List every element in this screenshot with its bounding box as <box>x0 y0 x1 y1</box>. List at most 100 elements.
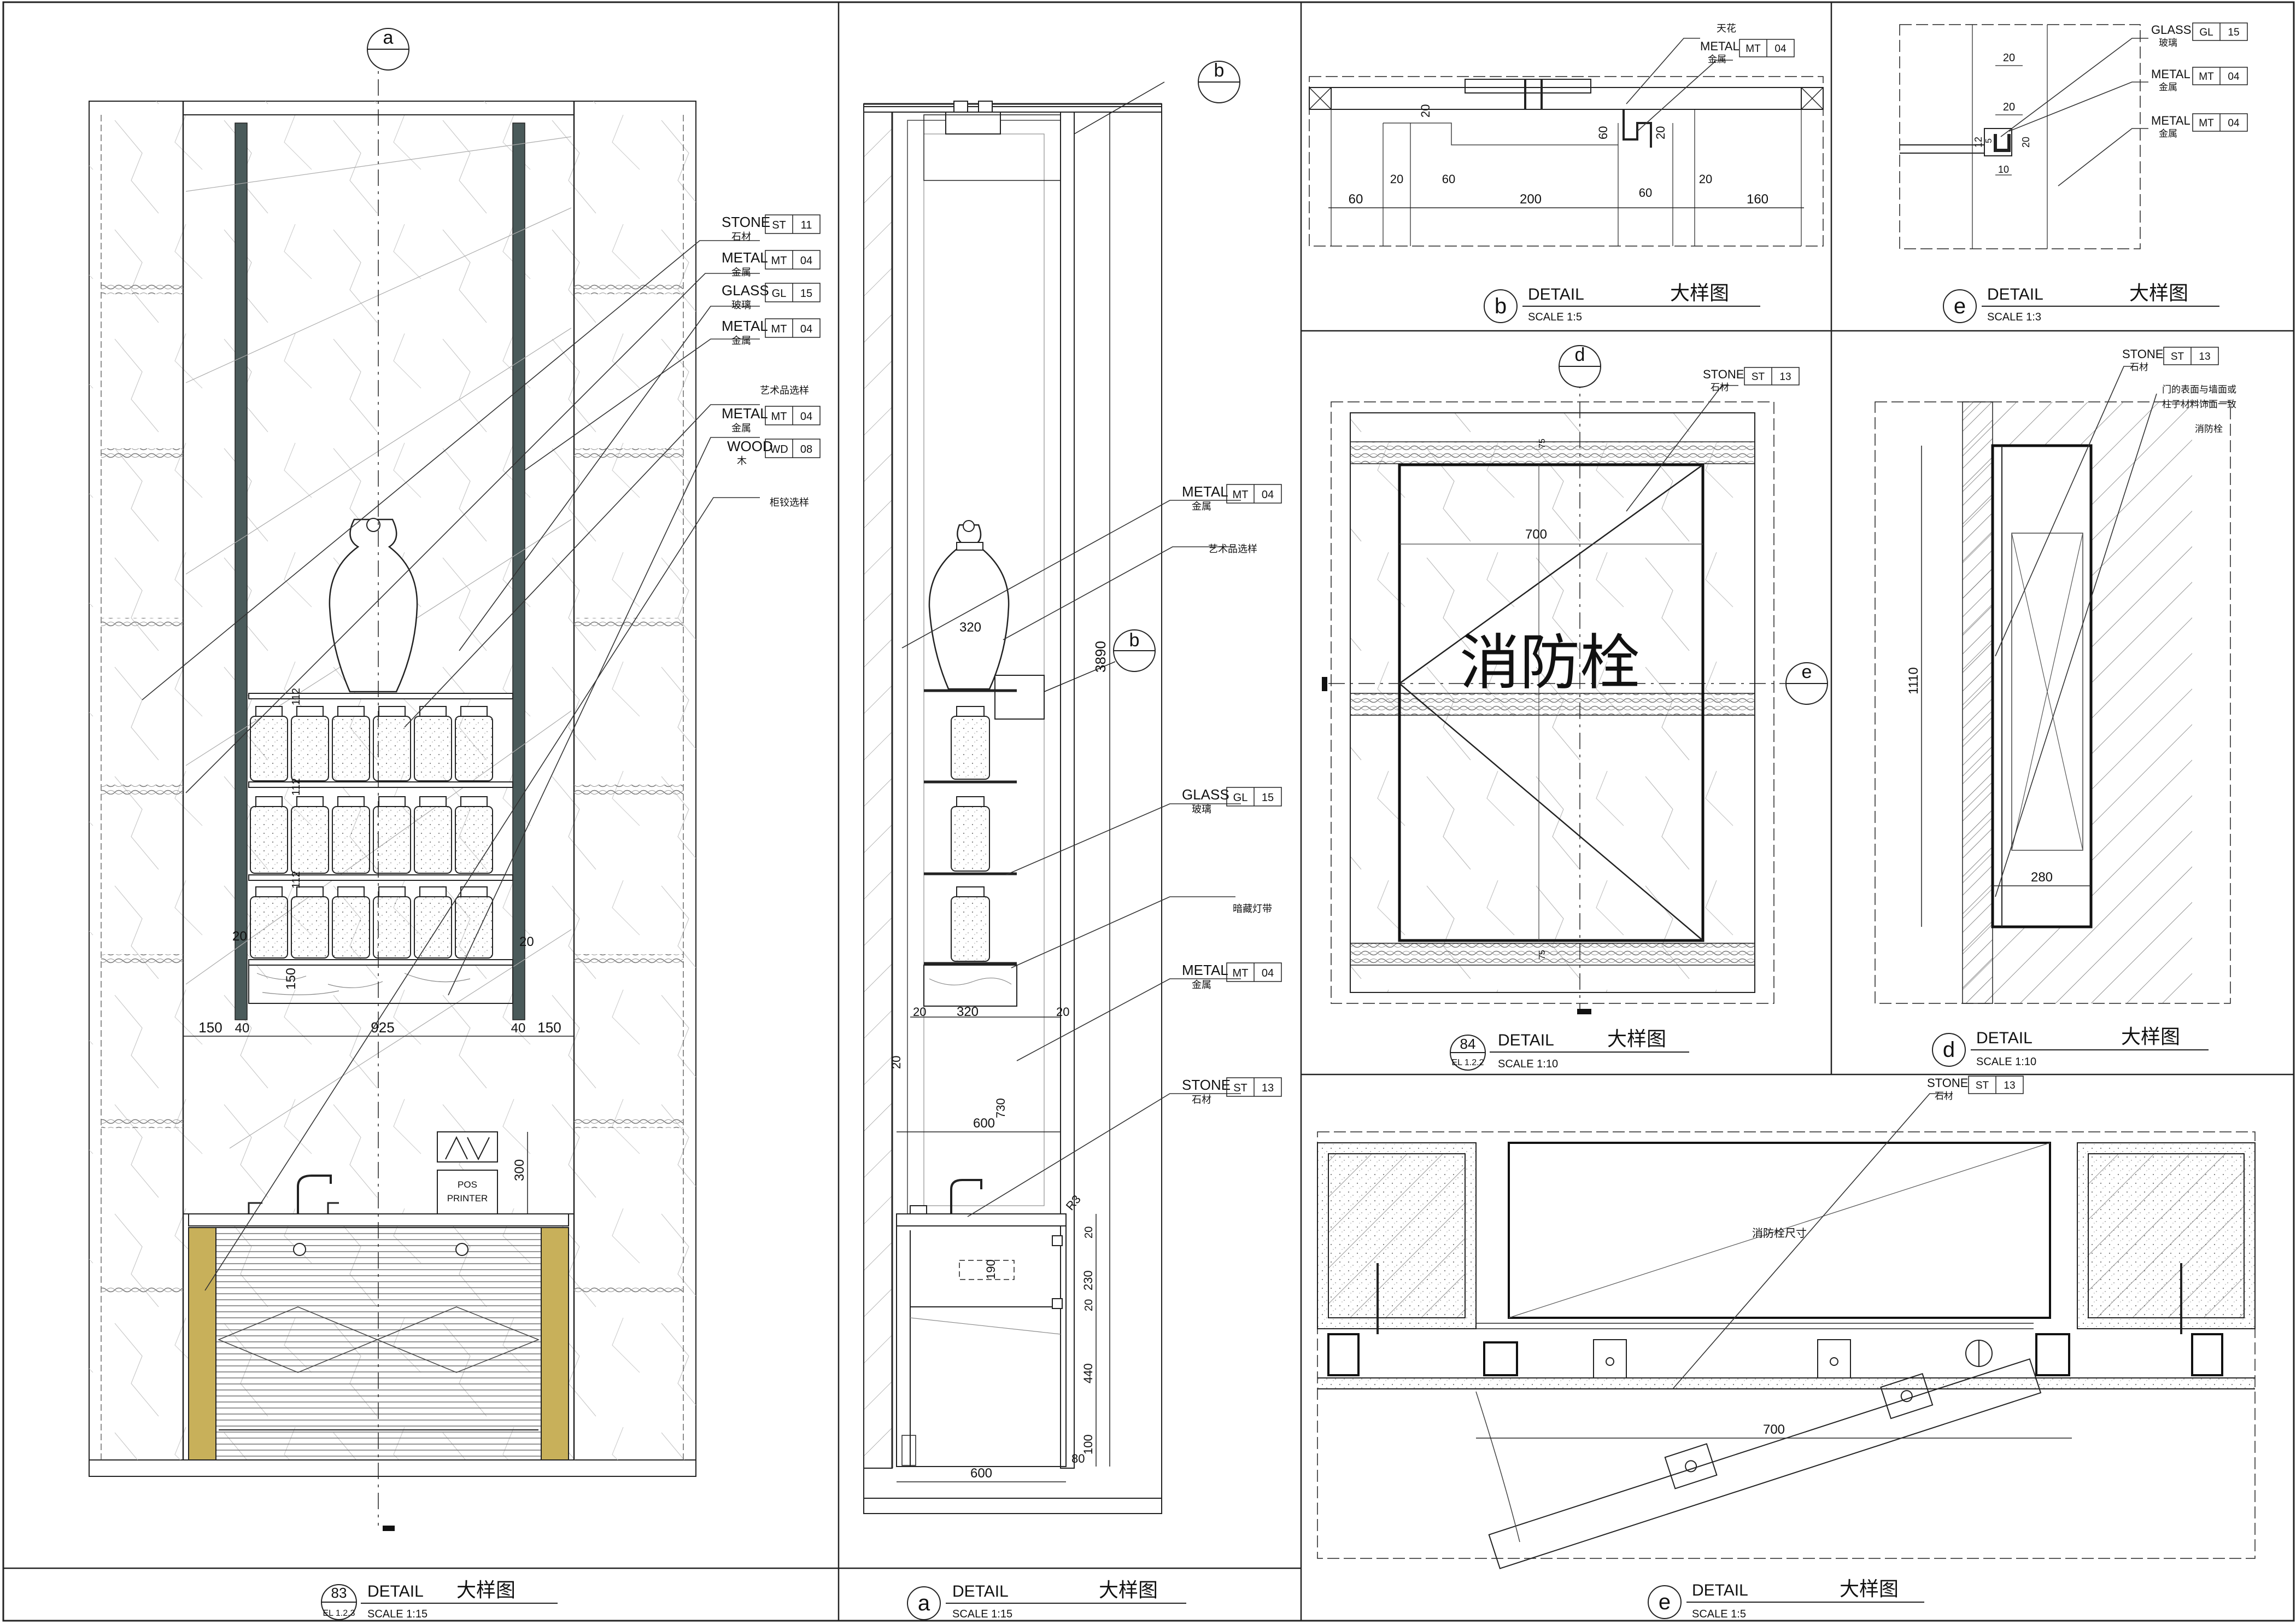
svg-text:GL: GL <box>2199 27 2213 38</box>
detail-e-top: 20 20 12 5 10 20 GLASS 玻璃 GL 15 METAL 金属… <box>1899 22 2248 249</box>
svg-text:石材: 石材 <box>1192 1094 1211 1106</box>
svg-text:20: 20 <box>1654 126 1667 139</box>
svg-text:R3: R3 <box>1063 1193 1083 1213</box>
svg-text:20: 20 <box>913 1005 926 1019</box>
svg-text:GL: GL <box>1233 792 1248 804</box>
svg-text:ST: ST <box>2171 351 2184 363</box>
svg-text:ST: ST <box>1752 371 1765 383</box>
svg-text:石材: 石材 <box>731 231 751 243</box>
title-main: 83 EL 1.2.3 DETAIL 大样图 SCALE 1:15 <box>321 1579 558 1620</box>
svg-text:60: 60 <box>1349 192 1363 207</box>
svg-text:700: 700 <box>1763 1422 1785 1437</box>
svg-text:STONE: STONE <box>2122 347 2163 361</box>
svg-text:石材: 石材 <box>1711 382 1729 393</box>
svg-text:20: 20 <box>1419 104 1432 118</box>
note-ceiling: 天花 <box>1717 23 1736 34</box>
svg-text:20: 20 <box>1699 172 1712 186</box>
svg-text:20: 20 <box>1390 172 1403 186</box>
svg-text:83: 83 <box>331 1585 347 1601</box>
title-b: b DETAIL 大样图 SCALE 1:5 <box>1484 282 1760 323</box>
svg-text:e: e <box>1802 662 1812 682</box>
svg-text:320: 320 <box>959 620 981 635</box>
pos-label: POS <box>458 1179 477 1190</box>
svg-text:84: 84 <box>1460 1036 1476 1052</box>
svg-text:DETAIL: DETAIL <box>1976 1029 2033 1047</box>
svg-text:12: 12 <box>1973 137 1984 148</box>
svg-text:WOOD: WOOD <box>727 438 773 454</box>
svg-text:METAL: METAL <box>1700 39 1739 53</box>
svg-text:金属: 金属 <box>2159 128 2177 139</box>
svg-text:60: 60 <box>1596 126 1610 139</box>
svg-text:木: 木 <box>737 455 747 467</box>
svg-text:STONE: STONE <box>1703 367 1744 381</box>
svg-text:75: 75 <box>1538 439 1547 448</box>
svg-text:04: 04 <box>2228 71 2240 83</box>
svg-text:a: a <box>918 1591 930 1615</box>
svg-text:METAL: METAL <box>722 249 768 266</box>
svg-text:15: 15 <box>800 288 812 300</box>
svg-text:d: d <box>1943 1038 1955 1062</box>
printer-label: PRINTER <box>447 1193 488 1204</box>
svg-text:04: 04 <box>1774 43 1787 55</box>
svg-text:20: 20 <box>2003 52 2015 64</box>
svg-text:600: 600 <box>973 1116 995 1131</box>
svg-text:20: 20 <box>889 1056 903 1069</box>
svg-text:GLASS: GLASS <box>2151 23 2191 37</box>
svg-text:20: 20 <box>1083 1226 1095 1239</box>
svg-text:b: b <box>1129 630 1140 651</box>
svg-text:ST: ST <box>1976 1080 1989 1091</box>
svg-text:230: 230 <box>1081 1270 1095 1290</box>
svg-text:大样图: 大样图 <box>2121 1026 2180 1048</box>
title-a: a DETAIL 大样图 SCALE 1:15 <box>907 1579 1186 1620</box>
svg-text:METAL: METAL <box>1182 483 1228 500</box>
svg-text:METAL: METAL <box>2151 67 2190 81</box>
svg-text:STONE: STONE <box>1182 1077 1231 1093</box>
svg-text:e: e <box>1954 294 1966 318</box>
svg-text:金属: 金属 <box>2159 82 2177 93</box>
svg-text:WD: WD <box>770 443 788 455</box>
svg-text:150: 150 <box>284 968 298 990</box>
svg-text:DETAIL: DETAIL <box>952 1582 1009 1600</box>
svg-text:20: 20 <box>519 934 534 949</box>
hydrant-big-label: 消防栓 <box>1460 628 1640 698</box>
svg-text:METAL: METAL <box>1182 962 1228 978</box>
svg-text:13: 13 <box>1779 371 1791 383</box>
svg-text:112: 112 <box>290 778 302 796</box>
svg-text:大样图: 大样图 <box>1099 1579 1158 1602</box>
svg-text:20: 20 <box>2003 101 2015 113</box>
svg-text:15: 15 <box>1262 792 1274 804</box>
svg-text:石材: 石材 <box>2130 362 2148 373</box>
section-mark-a: a <box>383 27 394 48</box>
svg-text:SCALE 1:10: SCALE 1:10 <box>1976 1056 2036 1068</box>
svg-text:15: 15 <box>2228 27 2239 38</box>
svg-text:大样图: 大样图 <box>456 1579 516 1602</box>
svg-text:3890: 3890 <box>1092 641 1109 673</box>
svg-text:SCALE 1:15: SCALE 1:15 <box>367 1608 427 1620</box>
svg-text:10: 10 <box>1998 164 2009 175</box>
note-cabinet: 柜铰选样 <box>770 497 809 509</box>
svg-text:440: 440 <box>1081 1363 1095 1383</box>
svg-text:20: 20 <box>232 929 247 944</box>
hydrant-size-label: 消防栓尺寸 <box>1752 1226 1807 1240</box>
svg-text:MT: MT <box>771 323 787 335</box>
svg-text:石材: 石材 <box>1935 1091 1953 1102</box>
svg-text:MT: MT <box>771 411 787 423</box>
svg-text:玻璃: 玻璃 <box>2159 38 2177 49</box>
main-elevation: POS PRINTER a 150 40 925 40 150 20 20 15… <box>89 27 760 1531</box>
svg-text:金属: 金属 <box>731 335 751 347</box>
svg-text:13: 13 <box>1262 1082 1274 1094</box>
svg-text:730: 730 <box>994 1098 1008 1118</box>
svg-text:b: b <box>1214 60 1225 81</box>
svg-text:金属: 金属 <box>1192 501 1211 512</box>
detail-b: 20 60 20 60 20 60 200 60 20 160 天花 METAL… <box>1309 23 1824 247</box>
svg-text:SCALE 1:10: SCALE 1:10 <box>1498 1058 1558 1070</box>
title-e-top: e DETAIL 大样图 SCALE 1:3 <box>1943 282 2219 323</box>
svg-text:04: 04 <box>800 411 812 423</box>
svg-text:04: 04 <box>800 323 812 335</box>
hydrant-elevation: 消防栓 700 75 75 d e STONE 石材 ST 13 <box>1322 344 1828 1014</box>
svg-text:玻璃: 玻璃 <box>731 300 751 311</box>
svg-text:925: 925 <box>371 1019 394 1036</box>
svg-text:EL 1.2.3: EL 1.2.3 <box>323 1609 355 1618</box>
